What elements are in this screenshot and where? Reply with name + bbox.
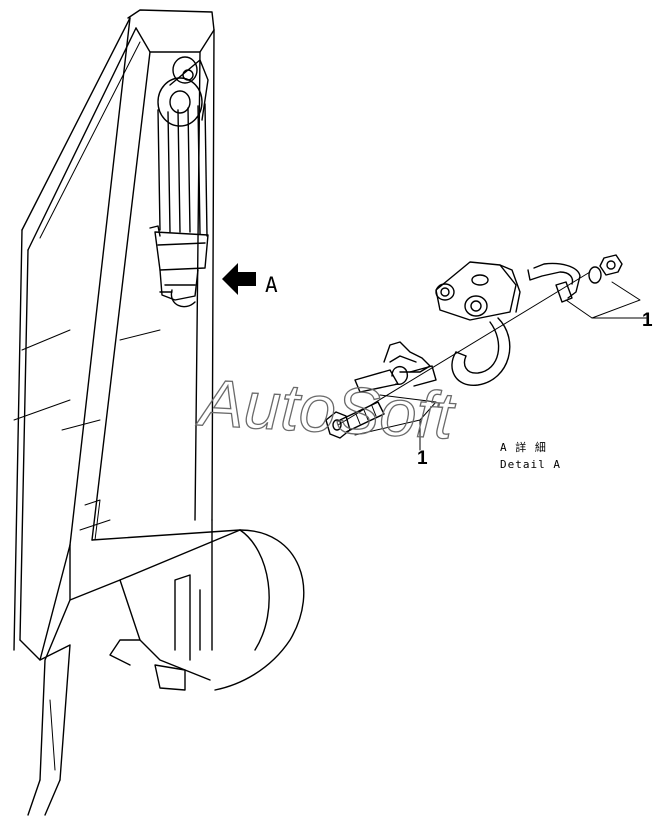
view-label: A xyxy=(265,273,278,297)
mast-structure xyxy=(13,9,305,816)
view-arrow-icon xyxy=(222,263,256,295)
detail-title-jp: A 詳 細 xyxy=(500,440,547,454)
watermark: AutoSoft xyxy=(194,365,457,452)
detail-title-en: Detail A xyxy=(500,458,561,471)
detail-a-assembly xyxy=(325,254,647,451)
view-arrow-a: A xyxy=(222,263,278,297)
callout-1-right: 1 xyxy=(642,310,653,331)
callout-1-left: 1 xyxy=(417,448,428,469)
